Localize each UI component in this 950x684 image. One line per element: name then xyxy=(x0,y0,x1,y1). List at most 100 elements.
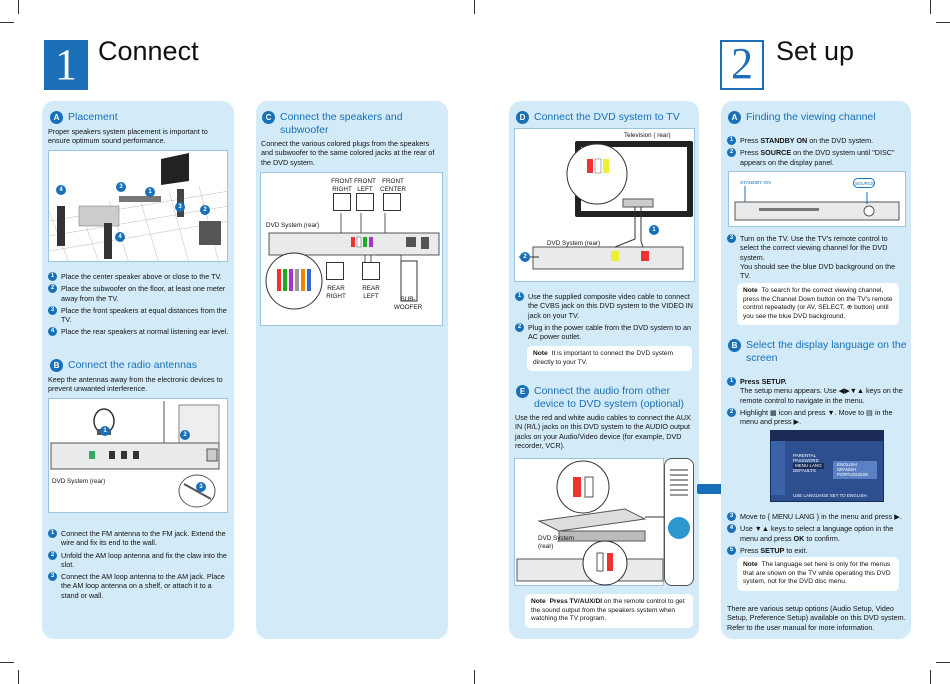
dvd-front-illustration xyxy=(728,171,906,227)
dvd-tv-heading: D Connect the DVD system to TV xyxy=(516,111,680,124)
dvd-rear-label: DVD System (rear) xyxy=(266,222,320,229)
menu-row-selected: MENU LANG xyxy=(793,463,824,469)
placement-heading: A Placement xyxy=(50,111,118,124)
standby-label: STANDBY ON xyxy=(740,181,771,186)
antenna-illustration xyxy=(48,398,228,513)
callout-2: 2 xyxy=(180,430,190,440)
language-option: SPANISH xyxy=(837,467,857,472)
dvd-front-drawing xyxy=(734,186,900,221)
callout-4: 4 xyxy=(115,232,125,242)
remote-control xyxy=(664,458,694,586)
rear-right-label: REAR RIGHT xyxy=(326,285,346,300)
front-left-label: FRONT LEFT xyxy=(354,178,376,193)
front-left-speaker xyxy=(356,193,374,211)
callout-2: 2 xyxy=(200,205,210,215)
crop-mark xyxy=(936,22,950,23)
audio-illustration xyxy=(514,458,665,586)
section-number-2: 2 xyxy=(720,40,764,90)
setup-footer-text: There are various setup options (Audio S… xyxy=(727,604,906,632)
tv-aux-button-callout xyxy=(697,484,723,494)
menu-footer: USE LANGUAGE SET TO ENGLISH xyxy=(793,493,867,498)
antennas-heading: B Connect the radio antennas xyxy=(50,359,197,372)
section-badge: D xyxy=(516,111,529,124)
section-number-1: 1 xyxy=(44,40,88,90)
dvd-rear-label: DVD System (rear) xyxy=(547,240,601,247)
callout-3: 3 xyxy=(116,182,126,192)
antennas-title: Connect the radio antennas xyxy=(68,359,198,371)
placement-title: Placement xyxy=(68,111,118,123)
section-title-connect: Connect xyxy=(98,36,199,66)
callout-4: 4 xyxy=(56,185,66,195)
placement-intro: Proper speakers system placement is impo… xyxy=(48,127,208,146)
speaker-wiring-drawing xyxy=(265,213,440,310)
section-badge: E xyxy=(516,385,529,398)
callout-1: 1 xyxy=(649,225,659,235)
speakers-intro: Connect the various colored plugs from t… xyxy=(261,139,435,167)
crop-mark xyxy=(18,0,19,14)
callout-1: 1 xyxy=(145,187,155,197)
menu-row: DEFAULTS xyxy=(793,468,816,473)
menu-row: PARENTAL xyxy=(793,453,817,458)
audio-intro: Use the red and white audio cables to co… xyxy=(515,413,691,450)
tv-connection-drawing xyxy=(519,141,693,270)
language-options-box xyxy=(833,461,877,479)
callout-3: 3 xyxy=(196,482,206,492)
rear-left-speaker xyxy=(362,262,380,280)
rear-left-label: REAR LEFT xyxy=(362,285,380,300)
speakers-illustration xyxy=(260,172,443,326)
crop-mark xyxy=(930,670,931,684)
viewing-heading: A Finding the viewing channel xyxy=(728,111,876,124)
callout-1: 1 xyxy=(100,426,110,436)
antenna-drawing xyxy=(50,401,220,508)
section-badge: B xyxy=(728,339,741,352)
menu-side-bar xyxy=(771,441,785,495)
front-right-label: FRONT RIGHT xyxy=(331,178,353,193)
subwoofer-label: SUB- WOOFER xyxy=(393,296,423,311)
crop-mark xyxy=(18,670,19,684)
viewing-title: Finding the viewing channel xyxy=(746,111,876,123)
crop-mark xyxy=(930,0,931,14)
front-right-speaker xyxy=(333,193,351,211)
section-badge: A xyxy=(728,111,741,124)
callout-2: 2 xyxy=(520,252,530,262)
section-title-setup: Set up xyxy=(776,36,855,66)
crop-mark xyxy=(0,22,14,23)
dvd-tv-title: Connect the DVD system to TV xyxy=(534,111,680,123)
front-center-speaker xyxy=(383,193,401,211)
remote-nav-ring xyxy=(668,517,690,539)
menu-row: PASSWORD xyxy=(793,458,819,463)
front-center-label: FRONT CENTER xyxy=(380,178,406,193)
crop-mark xyxy=(474,670,475,684)
tv-rear-label: Television ( rear) xyxy=(624,132,671,139)
source-label: SOURCE xyxy=(855,181,875,186)
